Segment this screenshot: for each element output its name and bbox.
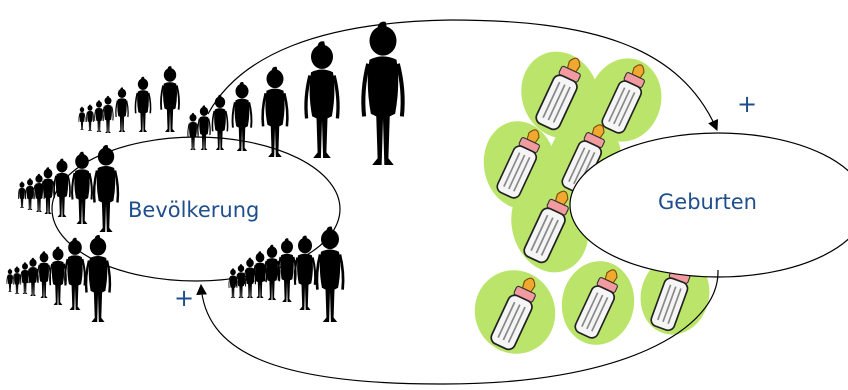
person-silhouette-icon	[7, 22, 403, 322]
population-label: Bevölkerung	[128, 198, 259, 222]
positive-sign-births-to-population: +	[174, 284, 194, 312]
arrow-births-to-population	[201, 270, 718, 384]
births-label: Geburten	[658, 190, 757, 214]
positive-sign-population-to-births: +	[737, 90, 757, 118]
